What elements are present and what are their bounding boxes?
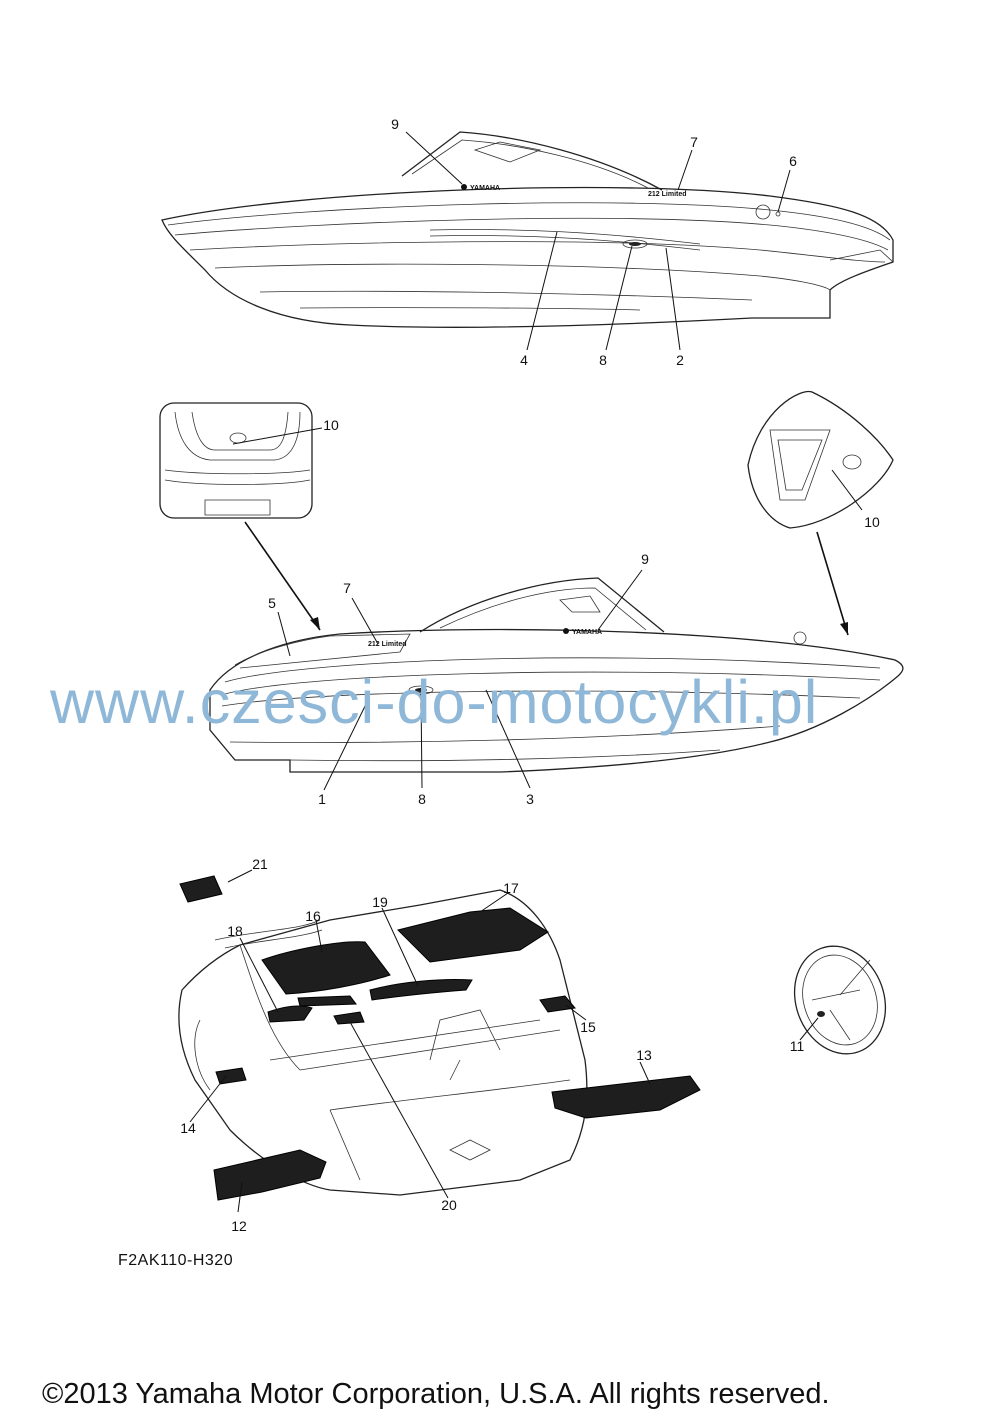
top-yamaha-decal: YAMAHA: [470, 185, 500, 192]
callout-11: 11: [789, 1038, 805, 1054]
mat-12: [213, 1149, 327, 1201]
callout-top-4: 4: [520, 352, 528, 368]
callout-mid-1: 1: [318, 791, 326, 807]
callout-top-7: 7: [690, 134, 698, 150]
mat-14: [215, 1067, 247, 1085]
callout-top-9: 9: [391, 116, 399, 132]
top-model-decal: 212 Limited: [648, 191, 687, 198]
callout-17: 17: [503, 880, 519, 896]
steering-wheel: [793, 945, 887, 1055]
mat-15: [539, 995, 576, 1013]
mat-19: [369, 978, 473, 1001]
deck-mat-view: [178, 869, 701, 1213]
callout-mid-7: 7: [343, 580, 351, 596]
callout-21: 21: [252, 856, 268, 872]
left-inset-detail: [159, 402, 323, 519]
callout-mid-5: 5: [268, 595, 276, 611]
callout-15: 15: [580, 1019, 596, 1035]
callout-mid-3: 3: [526, 791, 534, 807]
callout-top-8: 8: [599, 352, 607, 368]
callout-20: 20: [441, 1197, 457, 1213]
callout-14: 14: [180, 1120, 196, 1136]
right-inset-detail: [747, 390, 894, 529]
callout-12: 12: [231, 1218, 247, 1234]
callout-13: 13: [636, 1047, 652, 1063]
callout-top-6: 6: [789, 153, 797, 169]
mat-13: [551, 1075, 701, 1119]
callout-19: 19: [372, 894, 388, 910]
mat-17: [397, 907, 549, 963]
mat-20: [333, 1011, 365, 1025]
copyright-notice: ©2013 Yamaha Motor Corporation, U.S.A. A…: [42, 1378, 830, 1410]
callout-inset-right-10: 10: [864, 514, 880, 530]
callout-18: 18: [227, 923, 243, 939]
mat-18: [267, 1005, 313, 1023]
mat-16: [261, 941, 391, 995]
callout-mid-8: 8: [418, 791, 426, 807]
middle-yamaha-decal: YAMAHA: [572, 629, 602, 636]
mat-18b: [297, 995, 357, 1007]
diagram-code: F2AK110-H320: [118, 1252, 234, 1269]
callout-16: 16: [305, 908, 321, 924]
top-boat-side-view: YAMAHA 212 Limited: [161, 131, 894, 351]
watermark-url: www.czesci-do-motocykli.pl: [50, 668, 819, 736]
callout-inset-left-10: 10: [323, 417, 339, 433]
middle-model-decal: 212 Limited: [368, 641, 407, 648]
callout-top-2: 2: [676, 352, 684, 368]
middle-boat-side-view: YAMAHA 212 Limited: [209, 569, 904, 791]
callout-mid-9: 9: [641, 551, 649, 567]
